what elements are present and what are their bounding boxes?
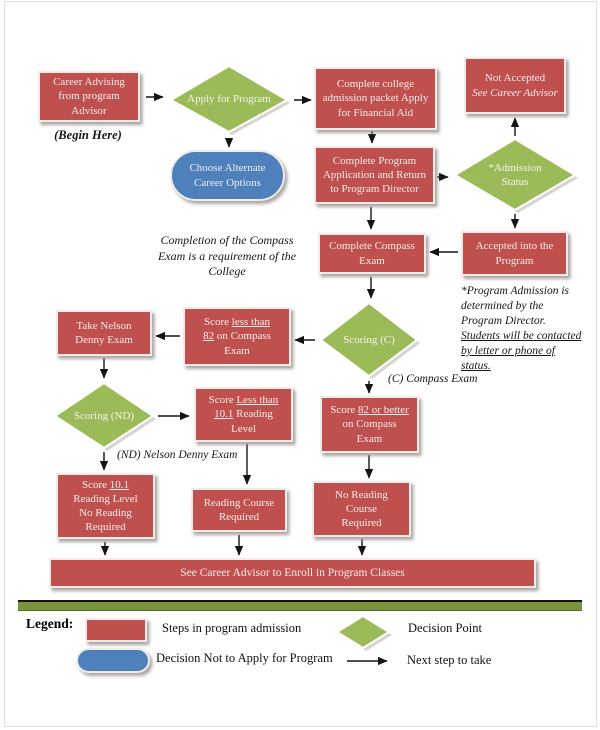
compass-requirement-note: Completion of the Compass Exam is a requ… <box>157 233 297 279</box>
node-reading-course-required: Reading Course Required <box>191 488 287 532</box>
score-text: Score <box>330 404 359 417</box>
program-admission-note-underlined: Students will be contacted by letter or … <box>461 329 582 372</box>
score-text: on Compass Exam <box>214 330 271 357</box>
node-label: Not Accepted See Career Advisor <box>472 71 558 99</box>
node-label: Reading Course Required <box>203 496 275 523</box>
not-accepted-line1: Not Accepted <box>484 72 546 85</box>
score-text: Score <box>208 394 237 407</box>
legend-steps-label: Steps in program admission <box>162 621 302 635</box>
node-label: Take Nelson Denny Exam <box>75 319 133 346</box>
c-compass-exam-label: (C) Compass Exam <box>388 373 478 385</box>
score-text: Reading Level No Reading Required <box>73 492 138 534</box>
program-admission-note-normal: *Program Admission is determined by the … <box>461 285 569 327</box>
node-complete-program-application: Complete Program Application and Return … <box>314 146 435 204</box>
node-label: Career Advising from program Advisor <box>53 76 125 117</box>
diamond-shape <box>453 137 578 213</box>
score-underlined: less than 82 <box>203 316 270 343</box>
node-label: Accepted into the Program <box>475 240 554 267</box>
node-complete-college-packet: Complete college admission packet Apply … <box>314 67 437 130</box>
score-text: on Compass Exam <box>342 418 397 445</box>
node-label: See Career Advisor to Enroll in Program … <box>180 566 405 579</box>
legend-not-apply-swatch <box>76 648 150 673</box>
node-score-101-no-reading: Score 10.1 Reading Level No Reading Requ… <box>56 473 155 539</box>
diamond-shape <box>53 381 156 451</box>
node-label: Score 10.1 Reading Level No Reading Requ… <box>66 478 144 534</box>
node-label: No Reading Course Required <box>335 488 388 530</box>
score-underlined: Less than 10.1 <box>214 394 279 421</box>
node-label: Complete Program Application and Return … <box>322 154 427 196</box>
node-choose-alternate-career: Choose Alternate Career Options <box>170 150 285 201</box>
decision-scoring-nd: Scoring (ND) <box>50 381 158 452</box>
diamond-shape <box>168 64 290 135</box>
node-take-nelson-denny: Take Nelson Denny Exam <box>56 310 152 356</box>
decision-admission-status: *Admission Status <box>450 137 580 214</box>
node-label: Complete college admission packet Apply … <box>322 78 429 119</box>
node-score-less-than-82: Score less than 82 on Compass Exam <box>183 307 291 366</box>
score-text: Score <box>203 316 232 329</box>
node-complete-compass-exam: Complete Compass Exam <box>318 233 426 274</box>
legend-arrow-label: Next step to take <box>407 653 492 667</box>
node-label: Choose Alternate Career Options <box>189 162 266 189</box>
node-enroll-bar: See Career Advisor to Enroll in Program … <box>49 558 536 588</box>
diamond-shape <box>335 614 392 651</box>
not-accepted-line2: See Career Advisor <box>472 86 558 99</box>
node-score-less-than-101: Score Less than 10.1 Reading Level <box>194 387 293 442</box>
diamond-shape <box>319 301 420 379</box>
legend-title: Legend: <box>26 616 74 631</box>
node-career-advising: Career Advising from program Advisor <box>38 71 140 122</box>
score-underlined: 10.1 <box>109 478 130 491</box>
node-label: Score less than 82 on Compass Exam <box>199 315 276 357</box>
node-not-accepted: Not Accepted See Career Advisor <box>464 57 566 114</box>
decision-label: Scoring (ND) <box>73 409 135 422</box>
score-text: Reading Level <box>230 408 273 435</box>
decision-label: Scoring (C) <box>343 333 395 346</box>
section-divider <box>18 600 582 611</box>
score-text: Score <box>81 478 110 491</box>
node-no-reading-course-required: No Reading Course Required <box>312 481 411 537</box>
program-admission-note: *Program Admission is determined by the … <box>461 284 582 374</box>
decision-scoring-c: Scoring (C) <box>316 301 422 380</box>
decision-label: *Admission Status <box>488 161 542 188</box>
node-label: Score Less than 10.1 Reading Level <box>205 393 282 435</box>
decision-label: Apply for Program <box>187 93 271 106</box>
score-underlined: 82 or better <box>358 404 409 417</box>
legend-decision-swatch <box>332 614 394 652</box>
node-accepted-into-program: Accepted into the Program <box>461 231 568 276</box>
node-label: Complete Compass Exam <box>329 240 415 267</box>
begin-here-label: (Begin Here) <box>54 128 122 142</box>
decision-apply-for-program: Apply for Program <box>166 64 292 136</box>
legend-step-swatch <box>85 618 147 642</box>
node-label: Score 82 or better on Compass Exam <box>329 403 409 445</box>
nd-nelson-denny-label: (ND) Nelson Denny Exam <box>117 449 238 461</box>
node-score-82-or-better: Score 82 or better on Compass Exam <box>320 396 419 453</box>
legend-decision-label: Decision Point <box>408 621 482 635</box>
legend-not-apply-label: Decision Not to Apply for Program <box>156 651 333 665</box>
